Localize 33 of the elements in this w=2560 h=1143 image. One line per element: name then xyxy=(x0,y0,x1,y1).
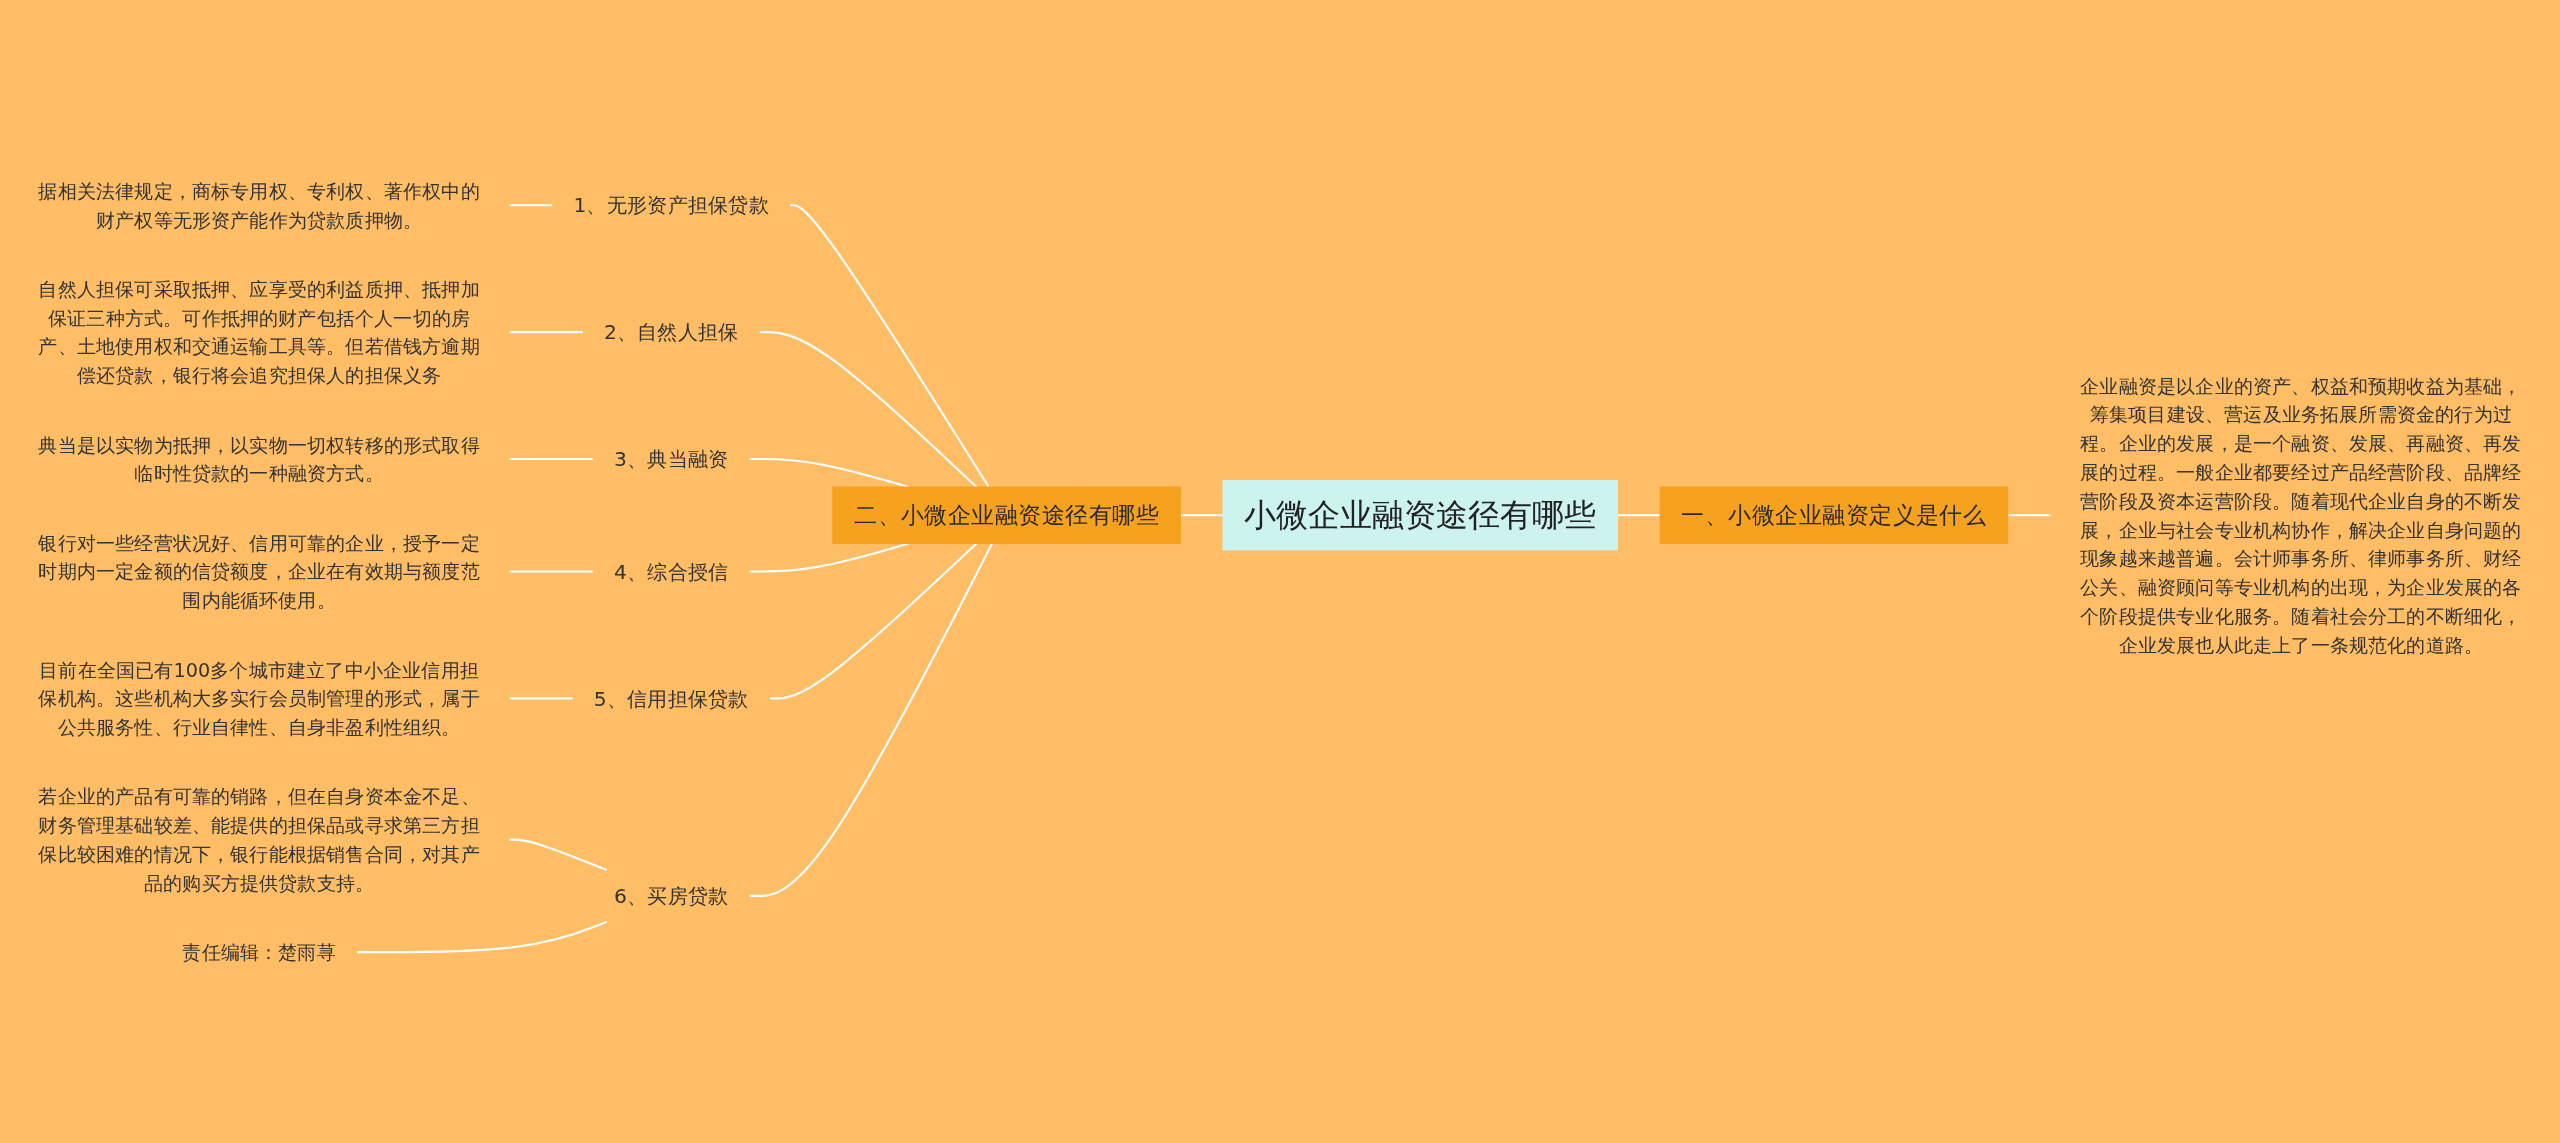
node-box: 小微企业融资途径有哪些 xyxy=(1222,480,1619,551)
node-text: 4、综合授信 xyxy=(614,559,729,583)
connector xyxy=(790,204,990,488)
node-text: 据相关法律规定，商标专用权、专利权、著作权中的财产权等无形资产能作为贷款质押物。 xyxy=(38,179,480,231)
connector xyxy=(509,331,583,334)
connector xyxy=(759,331,978,488)
connector xyxy=(509,204,553,207)
node-text: 企业融资是以企业的资产、权益和预期收益为基础，筹集项目建设、营运及业务拓展所需资金的行为过程。企业的发展，是一个融资、发展、再融资、再发展的过程。一般企业都要经过产品经营阶段、品牌经营阶段及资本运营阶段。随着现代企业自身的不断发展，企业与社会专业机构协作，解决企业自身问题的现象越来越普遍。会计师事务所、律师事务所、财经公关、融资顾问等专业机构的出现，为企业发展的各个阶段提供专业化服务。随着社会分工的不断细化，企业发展也从此走上了一条规范化的道路。 xyxy=(2080,374,2522,656)
node-text: 自然人担保可采取抵押、应享受的利益质押、抵押加保证三种方式。可作抵押的财产包括个人一切的房产、土地使用权和交通运输工具等。但若借钱方逾期偿还贷款，银行将会追究担保人的担保义务 xyxy=(38,277,480,387)
node-text: 2、自然人担保 xyxy=(603,320,739,344)
connector xyxy=(2007,514,2051,517)
node-text: 若企业的产品有可靠的销路，但在自身资本金不足、财务管理基础较差、能提供的担保品或寻求第三方担保比较困难的情况下，银行能根据销售合同，对其产品的购买方提供贷款支持。 xyxy=(38,785,480,895)
node-box: 二、小微企业融资途径有哪些 xyxy=(832,486,1181,545)
connector xyxy=(749,543,994,897)
connector xyxy=(509,697,573,700)
connector xyxy=(749,542,909,573)
connector xyxy=(1617,514,1661,517)
connector xyxy=(509,570,593,573)
node-text: 6、买房贷款 xyxy=(614,883,729,908)
connector xyxy=(509,838,608,871)
node-text: 银行对一些经营状况好、信用可靠的企业，授予一定时期内一定金额的信贷额度，企业在有效期与额度范围内能循环使用。 xyxy=(38,531,480,612)
connector xyxy=(769,542,978,700)
node-text: 目前在全国已有100多个城市建立了中小企业信用担保机构。这些机构大多实行会员制管理的形式，属于公共服务性、行业自律性、自身非盈利性组织。 xyxy=(38,658,480,739)
node-text: 5、信用担保贷款 xyxy=(593,686,749,710)
node-text: 3、典当融资 xyxy=(614,447,729,471)
node-text: 1、无形资产担保贷款 xyxy=(573,193,769,217)
connector xyxy=(357,920,608,954)
node-text: 典当是以实物为抵押，以实物一切权转移的形式取得临时性贷款的一种融资方式。 xyxy=(38,433,480,485)
node-text: 责任编辑：楚雨荨 xyxy=(182,940,336,964)
connector xyxy=(509,457,593,461)
node-box: 一、小微企业融资定义是什么 xyxy=(1659,486,2009,545)
connector xyxy=(749,457,909,489)
connector xyxy=(1180,514,1223,517)
